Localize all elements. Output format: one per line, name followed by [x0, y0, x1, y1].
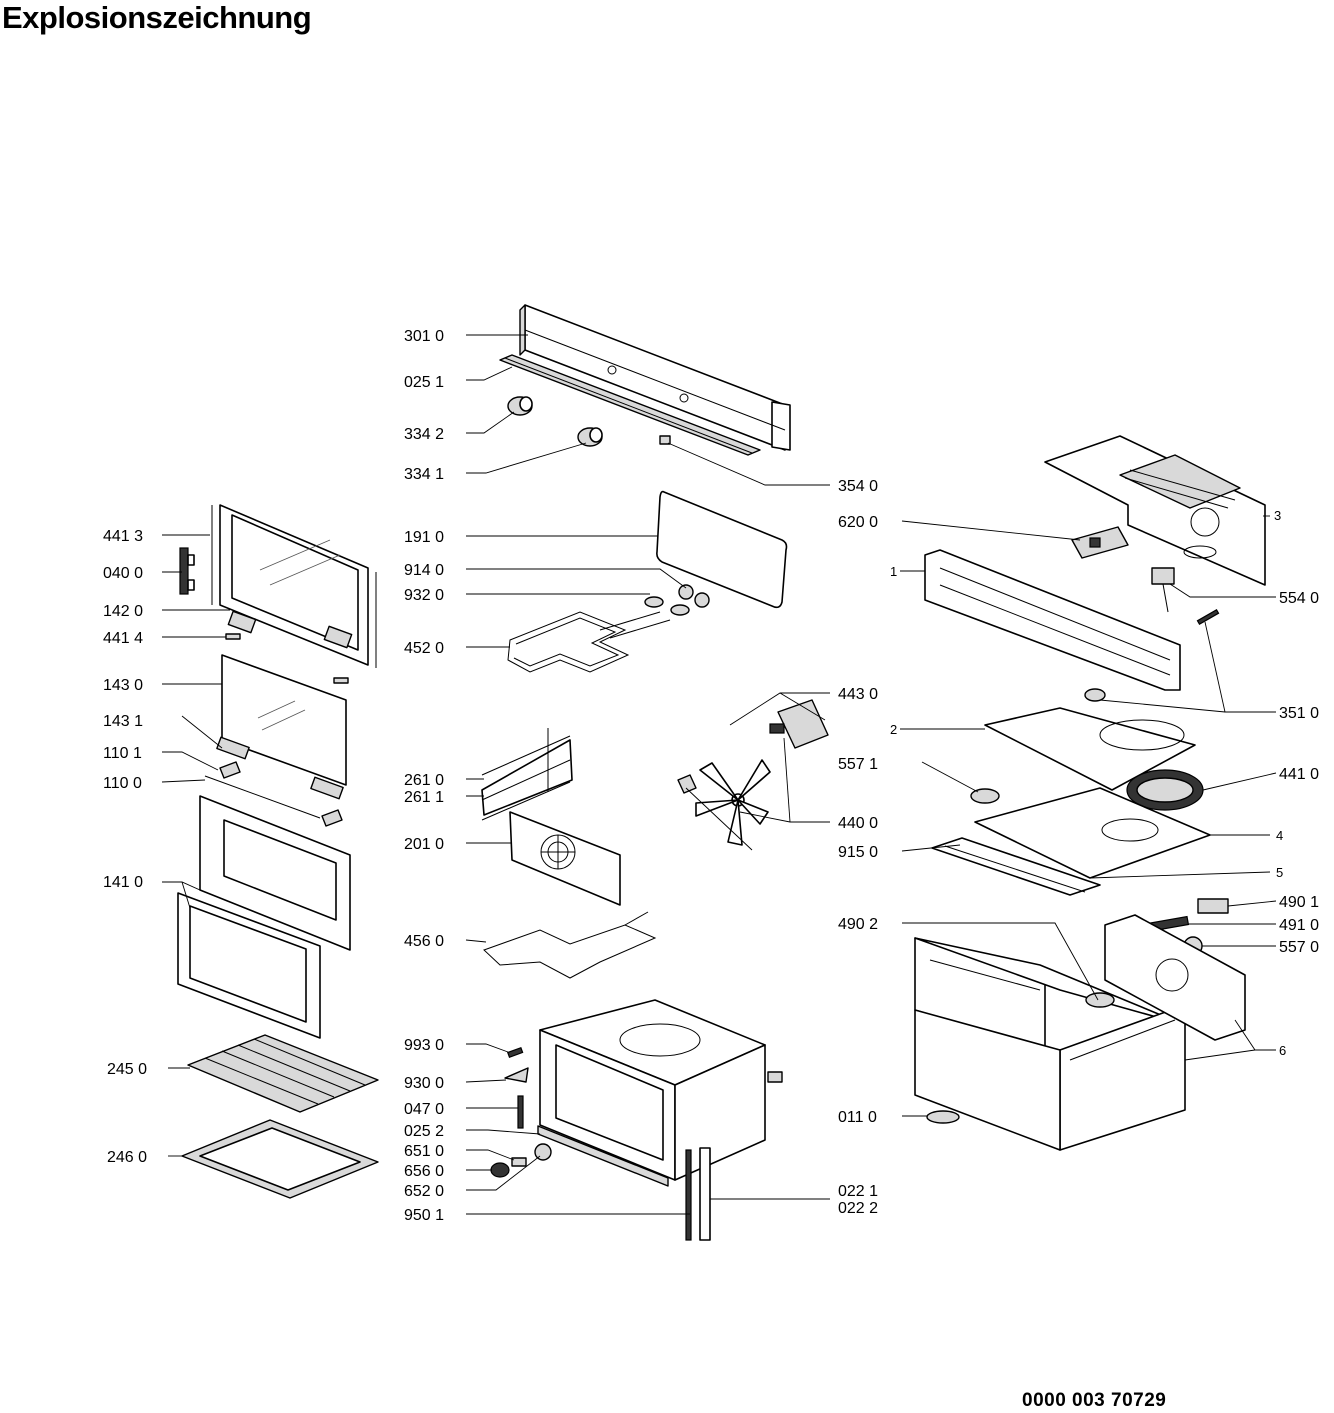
label-4902: 490 2 [838, 916, 878, 933]
control-panel-part [519, 304, 791, 451]
outer-door-frame-part [211, 504, 377, 668]
fan-blade-part [677, 759, 771, 846]
label-4414: 441 4 [103, 630, 143, 647]
lamp-parts [490, 1143, 552, 1178]
leader-lines [161, 334, 1277, 1215]
label-3540: 354 0 [838, 478, 878, 495]
lower-heating-element-part [483, 911, 657, 979]
label-6520: 652 0 [404, 1183, 444, 1200]
thermostat-554-part [1151, 567, 1175, 613]
base-fitting-011-part [926, 1110, 960, 1124]
part-number-labels: 301 0 025 1 334 2 334 1 354 0 191 0 914 … [103, 328, 1319, 1224]
label-2611: 261 1 [404, 789, 444, 806]
label-1101: 110 1 [103, 745, 142, 762]
label-3510: 351 0 [1279, 705, 1319, 722]
door-hinge-parts [225, 610, 353, 684]
label-ref-3: 3 [1274, 508, 1281, 523]
oven-rack-part [187, 1034, 379, 1113]
side-rack-parts [481, 728, 573, 821]
label-ref-1: 1 [890, 564, 897, 579]
label-9501: 950 1 [404, 1207, 444, 1224]
control-panel-rail-part [499, 354, 761, 456]
label-9320: 932 0 [404, 587, 444, 604]
label-9150: 915 0 [838, 844, 878, 861]
side-rails-parts [685, 1147, 711, 1241]
label-5570: 557 0 [1279, 939, 1319, 956]
label-0222: 022 2 [838, 1200, 878, 1217]
label-6200: 620 0 [838, 514, 878, 531]
label-ref-5: 5 [1276, 865, 1283, 880]
baking-tray-part [181, 1119, 379, 1199]
page-title: Explosionszeichnung [2, 0, 312, 35]
label-5540: 554 0 [1279, 590, 1319, 607]
label-2450: 245 0 [107, 1061, 147, 1078]
label-4410: 441 0 [1279, 766, 1319, 783]
cavity-top-plate-part [984, 707, 1196, 791]
label-6510: 651 0 [404, 1143, 444, 1160]
label-4520: 452 0 [404, 640, 444, 657]
label-4400: 440 0 [838, 815, 878, 832]
label-1910: 191 0 [404, 529, 444, 546]
label-9930: 993 0 [404, 1037, 444, 1054]
label-4910: 491 0 [1279, 917, 1319, 934]
label-0470: 047 0 [404, 1101, 444, 1118]
label-0252: 025 2 [404, 1123, 444, 1140]
oven-door-part [177, 795, 351, 1039]
label-9300: 930 0 [404, 1075, 444, 1092]
fan-motor-443-part [769, 699, 829, 749]
label-ref-2: 2 [890, 722, 897, 737]
door-gasket-part [656, 490, 788, 609]
label-6560: 656 0 [404, 1163, 444, 1180]
fan-motor-620-part [1071, 526, 1129, 559]
label-0400: 040 0 [103, 565, 143, 582]
label-1410: 141 0 [103, 874, 143, 891]
door-handle-part [179, 547, 195, 595]
label-1420: 142 0 [103, 603, 143, 620]
inner-glass-part [204, 654, 347, 827]
label-1100: 110 0 [103, 775, 142, 792]
control-frame-part [924, 549, 1220, 702]
label-1431: 143 1 [103, 713, 143, 730]
top-casing-part [1044, 435, 1266, 586]
label-0221: 022 1 [838, 1183, 878, 1200]
label-2460: 246 0 [107, 1149, 147, 1166]
label-4901: 490 1 [1279, 894, 1319, 911]
label-4430: 443 0 [838, 686, 878, 703]
grill-heating-element-part [507, 584, 710, 673]
knob-parts [507, 396, 671, 447]
oven-cavity-part [537, 999, 783, 1187]
label-3010: 301 0 [404, 328, 444, 345]
label-2610: 261 0 [404, 772, 444, 789]
label-4413: 441 3 [103, 528, 143, 545]
label-2010: 201 0 [404, 836, 444, 853]
label-5571: 557 1 [838, 756, 878, 773]
outer-housing-part [914, 914, 1246, 1151]
label-0110: 011 0 [838, 1109, 877, 1126]
label-ref-6: 6 [1279, 1043, 1286, 1058]
label-1430: 143 0 [103, 677, 143, 694]
label-3341: 334 1 [404, 466, 444, 483]
limiter-557-1-part [970, 788, 1000, 804]
document-number: 0000 003 70729 [1022, 1390, 1167, 1411]
label-ref-4: 4 [1276, 828, 1283, 843]
rear-fan-cover-part [509, 811, 621, 906]
small-parts-993-930-047 [504, 1046, 529, 1129]
label-9140: 914 0 [404, 562, 444, 579]
label-3342: 334 2 [404, 426, 444, 443]
label-0251: 025 1 [404, 374, 444, 391]
bottom-plate-part [931, 837, 1101, 896]
label-4560: 456 0 [404, 933, 444, 950]
